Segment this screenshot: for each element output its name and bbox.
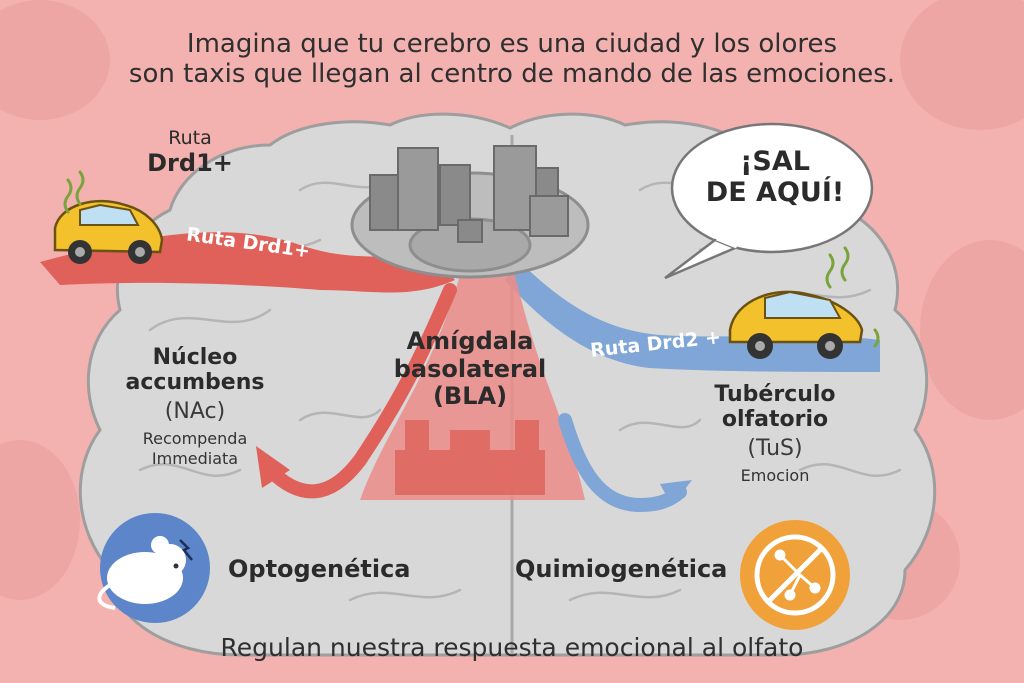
intro-line-1: Imagina que tu cerebro es una ciudad y l…	[186, 29, 838, 59]
nac-sub-line2: Immediata	[151, 449, 239, 469]
left-route-label-line2: Drd1+	[147, 148, 233, 177]
bla-line1: Amígdala	[406, 327, 534, 355]
intro-text: Imagina que tu cerebro es una ciudad y l…	[40, 29, 984, 90]
optogenetics-label: Optogenética	[228, 555, 411, 583]
speech-bubble-text: ¡SAL DE AQUÍ!	[700, 146, 850, 208]
bla-line3: (BLA)	[432, 382, 508, 411]
left-route-label-line1: Ruta	[168, 127, 212, 149]
arrow-to-tus	[558, 413, 687, 513]
arrow-to-tus-head	[660, 480, 692, 506]
castle-icon	[395, 420, 545, 495]
blue-route-drd2	[505, 262, 880, 372]
right-taxi-icon	[728, 246, 880, 359]
chemogenetics-label: Quimiogenética	[515, 555, 728, 583]
nac-sub-line1: Recompenda	[142, 428, 248, 448]
tus-sub-line1: Emocion	[740, 465, 810, 485]
speech-bubble	[664, 122, 874, 280]
nac-title-line2: accumbens	[125, 370, 265, 396]
speech-bubble-line2: DE AQUÍ!	[705, 177, 845, 209]
background-blobs	[0, 0, 1024, 620]
left-route-label: Ruta Drd1+	[140, 127, 240, 177]
arrow-to-nac-head	[256, 446, 290, 488]
region-nac: Núcleo accumbens (NAc) Recompenda Immedi…	[100, 345, 290, 469]
region-bla: Amígdala basolateral (BLA)	[370, 327, 570, 411]
tus-title-line2: olfatorio	[721, 407, 829, 433]
intro-line-2: son taxis que llegan al centro de mando …	[128, 58, 896, 89]
city-buildings-icon	[350, 145, 590, 279]
speech-bubble-line1: ¡SAL	[740, 146, 810, 177]
region-tus: Tubérculo olfatorio (TuS) Emocion	[680, 382, 870, 485]
arrow-to-nac	[263, 283, 457, 499]
mouse-icon	[97, 513, 210, 623]
footer-text: Regulan nuestra respuesta emocional al o…	[220, 633, 804, 662]
tus-abbr: (TuS)	[747, 435, 803, 461]
nac-abbr: (NAc)	[164, 398, 226, 424]
tus-title-line1: Tubérculo	[714, 382, 836, 407]
bla-line2: basolateral	[393, 354, 547, 383]
nac-title-line1: Núcleo	[152, 345, 238, 370]
no-molecule-icon	[740, 520, 850, 630]
left-taxi-icon	[53, 170, 164, 264]
